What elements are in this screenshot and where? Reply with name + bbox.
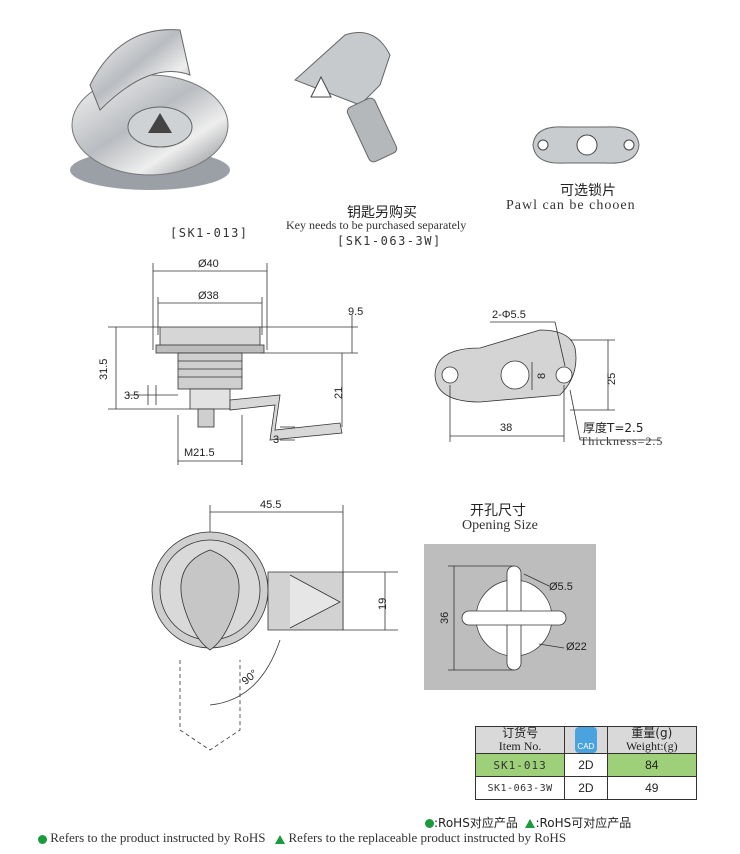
dim-22: Ø22 bbox=[566, 641, 587, 653]
rohs-triangle-icon bbox=[275, 834, 286, 844]
dim-angle: 90° bbox=[240, 668, 260, 688]
header-item: 订货号 Item No. bbox=[474, 726, 566, 754]
rohs-dot-icon bbox=[425, 819, 434, 828]
thickness-cn: 厚度T=2.5 bbox=[583, 421, 644, 435]
dim-36: 36 bbox=[439, 612, 451, 624]
table-row: SK1-013 2D 84 bbox=[474, 753, 698, 777]
header-cad: CAD bbox=[564, 726, 608, 754]
side-view-drawing: Ø40 Ø38 9.5 21 3 31.5 3.5 M21.5 bbox=[98, 258, 363, 465]
row-cad: 2D bbox=[564, 753, 608, 777]
dim-21: 21 bbox=[333, 387, 345, 399]
rohs-dot-icon bbox=[38, 834, 47, 844]
legend-cn: :RoHS对应产品 :RoHS可对应产品 bbox=[425, 814, 631, 831]
pawl-caption-cn: 可选锁片 bbox=[560, 183, 616, 199]
row-weight: 49 bbox=[606, 776, 698, 800]
dim-5-5: Ø5.5 bbox=[549, 581, 573, 593]
key-code: [SK1-063-3W] bbox=[337, 234, 442, 248]
dim-45-5: 45.5 bbox=[260, 499, 281, 511]
pawl-photo bbox=[532, 126, 640, 164]
legend-en: Refers to the product instructed by RoHS… bbox=[38, 830, 566, 846]
lock-code: [SK1-013] bbox=[170, 226, 249, 240]
dim-38b: 38 bbox=[500, 422, 512, 434]
table-row: SK1-063-3W 2D 49 bbox=[474, 776, 698, 800]
dim-3: 3 bbox=[273, 434, 279, 446]
row-item: SK1-063-3W bbox=[474, 776, 566, 800]
key-photo bbox=[294, 32, 398, 163]
row-item: SK1-013 bbox=[474, 753, 566, 777]
header-weight: 重量(g) Weight:(g) bbox=[606, 726, 698, 754]
dim-31-5: 31.5 bbox=[98, 359, 110, 380]
dim-9-5: 9.5 bbox=[348, 306, 363, 318]
opening-title-cn: 开孔尺寸 bbox=[470, 503, 526, 519]
key-caption-cn: 钥匙另购买 bbox=[347, 205, 417, 221]
pawl-caption-en: Pawl can be chooen bbox=[506, 198, 636, 213]
row-weight: 84 bbox=[606, 753, 698, 777]
dim-d40: Ø40 bbox=[198, 258, 219, 270]
cad-icon: CAD bbox=[574, 727, 597, 753]
dim-d38: Ø38 bbox=[198, 290, 219, 302]
lock-photo bbox=[70, 29, 230, 190]
top-view-drawing: 45.5 19 90° bbox=[151, 499, 398, 751]
dim-3-5: 3.5 bbox=[124, 390, 139, 402]
row-cad: 2D bbox=[564, 776, 608, 800]
dim-m21-5: M21.5 bbox=[184, 447, 215, 459]
dim-19: 19 bbox=[377, 598, 389, 610]
dim-8: 8 bbox=[536, 373, 548, 379]
key-caption-en: Key needs to be purchased separately bbox=[286, 218, 467, 232]
spec-table: 订货号 Item No. CAD 重量(g) Weight:(g) SK1-01… bbox=[474, 726, 698, 800]
dim-phi: 2-Φ5.5 bbox=[492, 309, 526, 321]
opening-size-drawing: 36 Ø5.5 Ø22 bbox=[424, 544, 596, 690]
thickness-en: Thickness=2.5 bbox=[580, 434, 664, 448]
rohs-triangle-icon bbox=[525, 819, 536, 828]
opening-title-en: Opening Size bbox=[462, 518, 538, 533]
pawl-drawing: 2-Φ5.5 8 25 38 bbox=[434, 309, 660, 442]
dim-25: 25 bbox=[606, 373, 618, 385]
